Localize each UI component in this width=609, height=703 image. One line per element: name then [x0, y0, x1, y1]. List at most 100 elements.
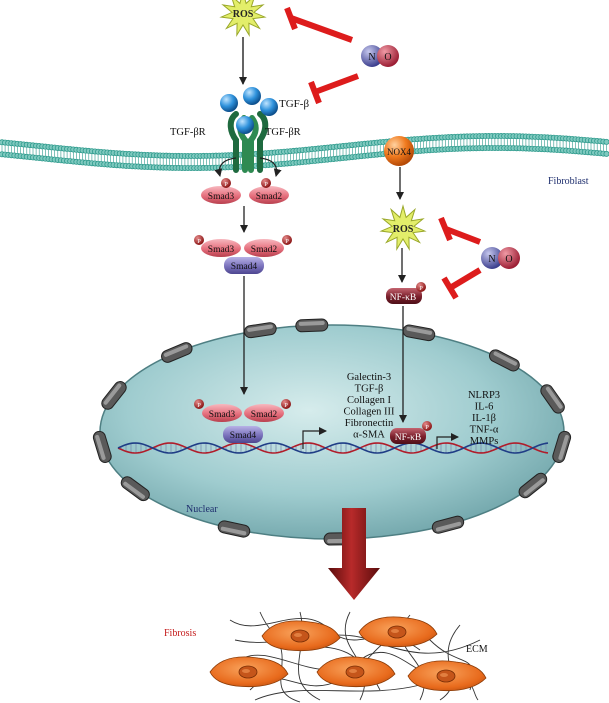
no-n-label: N: [488, 254, 495, 265]
phospho-badge: [281, 399, 291, 409]
phospho-label: P: [419, 285, 423, 292]
fibroblast-cell: [358, 616, 438, 648]
gene-label: Fibronectin: [345, 418, 394, 429]
smad2-label: Smad2: [256, 192, 283, 202]
inhibition-no-tgfb: [308, 73, 360, 105]
nuclear-pore: [217, 520, 251, 538]
fibroblast-cell: [316, 656, 396, 688]
smad3-label: Smad3: [208, 245, 235, 255]
gene-label: IL-1β: [472, 413, 496, 424]
gene-label: MMPs: [470, 436, 499, 447]
transcription-arrow-smad: [302, 427, 327, 449]
smad4-label: Smad4: [231, 262, 258, 272]
transcription-arrow-nfkb: [436, 433, 459, 449]
smad2-label: Smad2: [251, 245, 278, 255]
tgfb-ligand: [243, 87, 261, 105]
fibrosis-label: Fibrosis: [164, 628, 196, 639]
nuclear-pore: [540, 384, 565, 414]
gene-label: Collagen III: [343, 407, 395, 418]
no-nitrogen-atom: [361, 45, 383, 67]
nox4-label: NOX4: [387, 147, 411, 157]
nfkb-cytoplasm: NF-κB P: [386, 282, 426, 304]
smad3-oval: [201, 186, 241, 204]
no-o-label: O: [505, 254, 512, 265]
nuclear-pore: [431, 515, 465, 534]
nfkb-oval: [386, 288, 422, 304]
inhibition-no-nfkb: [441, 267, 482, 300]
nuclear-pore: [402, 324, 436, 342]
no-molecule-right: N O: [481, 247, 520, 269]
gene-label: TGF-β: [355, 384, 384, 395]
tgfb-ligand: [236, 116, 254, 134]
nuclear-pore: [243, 322, 277, 339]
smad2-label: Smad2: [251, 410, 278, 420]
inhibition-no-ros-right: [438, 216, 482, 245]
no-molecule-top: N O: [361, 45, 399, 67]
fibroblast-cells: [209, 616, 487, 692]
phospho-badge: [422, 421, 432, 431]
nuclear-pore: [295, 318, 329, 333]
tgfbr-left-label: TGF-βR: [170, 127, 206, 138]
phospho-badge: [194, 235, 204, 245]
smad3-label: Smad3: [208, 192, 235, 202]
smad-complex-nuclear: Smad3 Smad2 Smad4 P P: [194, 399, 291, 443]
phospho-label: P: [284, 402, 288, 409]
inhibition-no-ros-top: [284, 6, 354, 43]
nuclear-label: Nuclear: [186, 504, 218, 515]
phospho-label: P: [285, 238, 289, 245]
phospho-badge: [416, 282, 426, 292]
tgfbr-right-label: TGF-βR: [265, 127, 301, 138]
smad-complex: Smad3 Smad2 Smad4 P P: [194, 235, 292, 274]
smad3-label: Smad3: [209, 410, 236, 420]
nfkb-nuclear: NF-κB P: [390, 421, 432, 444]
ros-right-label: ROS: [393, 224, 414, 235]
smad2-oval: [244, 404, 284, 422]
smad3-oval: [202, 404, 242, 422]
tgfb-ligand: [220, 94, 238, 112]
gene-label: Galectin-3: [347, 372, 391, 383]
gene-label: TNF-α: [470, 425, 499, 436]
fibroblast-cell: [261, 620, 341, 652]
nfkb-label: NF-κB: [390, 293, 416, 303]
phospho-label: P: [197, 238, 201, 245]
nfkb-label: NF-κB: [395, 433, 421, 443]
nuclear-pore: [552, 430, 572, 463]
tgfb-ligand: [260, 98, 278, 116]
no-oxygen-atom: [377, 45, 399, 67]
gene-label: α-SMA: [353, 430, 385, 441]
smad4-label: Smad4: [230, 431, 257, 441]
nfkb-oval: [390, 428, 426, 444]
smad4-oval: [224, 257, 264, 274]
nuclear-pores: [92, 318, 572, 546]
ecm-label: ECM: [466, 644, 488, 655]
nucleus: [92, 318, 572, 546]
tgfb-label: TGF-β: [279, 98, 309, 110]
smad4-oval: [223, 426, 263, 443]
gene-label: Collagen I: [347, 395, 392, 406]
phospho-label: P: [264, 181, 268, 188]
phospho-badge: [282, 235, 292, 245]
phospho-badge: [221, 178, 231, 188]
smad3-oval: [201, 239, 241, 257]
nuclear-pore: [120, 476, 150, 502]
nuclear-pore: [488, 349, 520, 372]
smad2-oval: [244, 239, 284, 257]
fibroblast-cell: [209, 656, 289, 688]
dna-helix: [117, 442, 549, 454]
smad-pair-1: Smad3 Smad2 P P: [201, 178, 289, 204]
no-nitrogen-atom: [481, 247, 503, 269]
ros-star-right: ROS: [379, 204, 427, 251]
fibroblast-cell: [407, 660, 487, 692]
phospho-label: P: [197, 402, 201, 409]
arrow-receptor-smad3: [214, 157, 237, 177]
phospho-label: P: [224, 181, 228, 188]
fibroblast-label: Fibroblast: [548, 176, 589, 187]
arrow-receptor-smad2: [259, 157, 282, 177]
no-oxygen-atom: [498, 247, 520, 269]
nox4: NOX4: [384, 136, 414, 166]
cell-membrane: [0, 133, 609, 171]
gene-label: NLRP3: [468, 390, 500, 401]
nuclear-pore: [101, 381, 127, 410]
